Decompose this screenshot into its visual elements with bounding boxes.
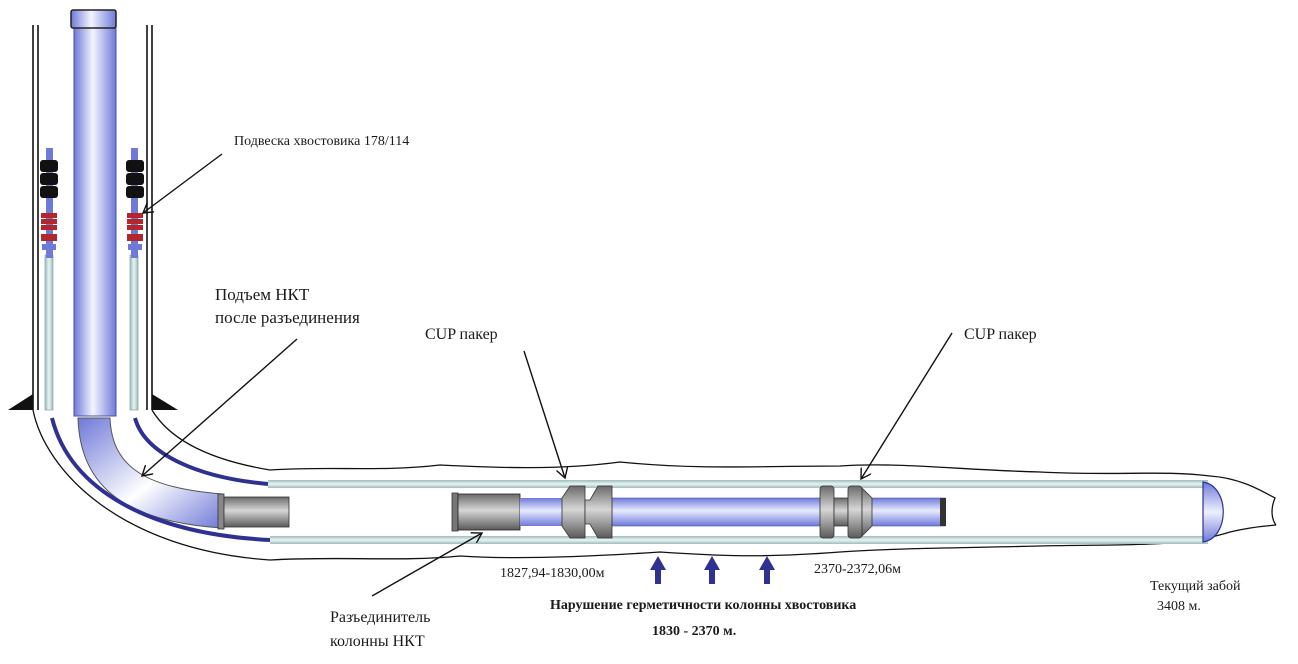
label-cup-packer-2: CUP пакер bbox=[964, 326, 1037, 343]
tubing-vertical bbox=[73, 21, 117, 417]
liner-hanger-right bbox=[126, 148, 144, 258]
tubing-stub bbox=[217, 493, 225, 530]
liner-bend-upper bbox=[133, 417, 269, 486]
packer-tubing-1 bbox=[520, 498, 565, 526]
label-disconnector-line1: Разъединитель bbox=[330, 609, 431, 626]
packer-tubing-3 bbox=[869, 497, 946, 527]
liner-horizontal-lower bbox=[270, 536, 1208, 544]
callout-tubing-lift bbox=[142, 338, 298, 476]
packer-tubing-endcap bbox=[940, 498, 946, 526]
packer-tubing-2 bbox=[611, 497, 823, 527]
open-hole-lower bbox=[32, 409, 1277, 561]
leak-arrows bbox=[650, 556, 775, 584]
label-depth-packer-2: 2370-2372,06м bbox=[814, 562, 902, 577]
tubing-stub-body bbox=[223, 496, 290, 528]
leak-arrow-3 bbox=[759, 556, 775, 584]
liner-vertical-right bbox=[129, 254, 139, 411]
callout-lines bbox=[142, 153, 953, 597]
casing-shoe-left bbox=[8, 394, 33, 410]
casing-shoe-right bbox=[152, 394, 178, 410]
disconnector-body bbox=[457, 493, 521, 531]
label-bottomhole-line1: Текущий забой bbox=[1150, 579, 1241, 594]
leak-arrow-2 bbox=[704, 556, 720, 584]
casing-vertical bbox=[32, 25, 153, 410]
liner-shoe-cap bbox=[1202, 481, 1224, 543]
disconnector-flange bbox=[451, 492, 459, 532]
callout-liner-hanger bbox=[143, 153, 223, 213]
label-leak-interval: 1830 - 2370 м. bbox=[652, 624, 737, 639]
label-liner-hanger: Подвеска хвостовика 178/114 bbox=[234, 134, 410, 149]
cup-packer-1 bbox=[561, 485, 613, 539]
label-leak-title: Нарушение герметичности колонны хвостови… bbox=[550, 598, 857, 613]
liner-horizontal-upper bbox=[268, 480, 1208, 488]
open-hole-upper bbox=[151, 409, 1277, 526]
callout-cup-packer-2 bbox=[861, 332, 953, 479]
label-cup-packer-1: CUP пакер bbox=[425, 326, 498, 343]
label-tubing-lift-line2: после разъединения bbox=[215, 308, 360, 327]
liner-bend-lower bbox=[50, 417, 271, 542]
liner-hanger-left bbox=[40, 148, 58, 258]
callout-cup-packer-1 bbox=[523, 350, 565, 478]
label-tubing-lift-line1: Подъем НКТ bbox=[215, 285, 310, 304]
label-bottomhole-line2: 3408 м. bbox=[1157, 599, 1201, 614]
leak-arrow-1 bbox=[650, 556, 666, 584]
liner-vertical-left bbox=[44, 254, 54, 411]
callout-disconnector bbox=[371, 533, 482, 597]
tubing-top-cap bbox=[70, 9, 117, 29]
label-depth-packer-1: 1827,94-1830,00м bbox=[500, 566, 605, 581]
tubing-bend bbox=[77, 417, 223, 529]
cup-packer-2 bbox=[819, 485, 873, 539]
label-disconnector-line2: колонны НКТ bbox=[330, 633, 425, 650]
